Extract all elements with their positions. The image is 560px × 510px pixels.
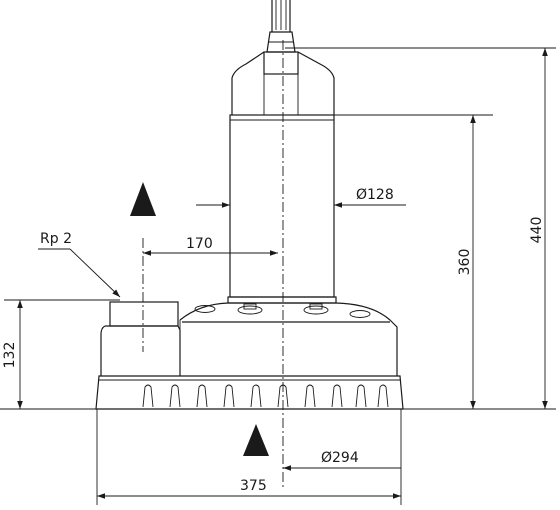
dim-outlet-thread: Rp 2 xyxy=(38,231,121,298)
dim-outlet-offset-label: 170 xyxy=(186,236,213,252)
dim-total-height-label: 440 xyxy=(529,217,545,244)
flow-up-marker-inlet xyxy=(243,424,269,456)
dim-total-height: 440 xyxy=(285,47,556,409)
dim-motor-height: 360 xyxy=(334,114,493,409)
dim-outlet-thread-label: Rp 2 xyxy=(40,231,72,247)
dim-base-width: 375 xyxy=(96,409,401,505)
motor-housing xyxy=(227,114,337,304)
dim-motor-diameter-label: Ø128 xyxy=(356,187,394,203)
cable-gland xyxy=(263,31,299,75)
dim-base-radius: Ø294 xyxy=(283,409,402,505)
flow-up-marker-outlet xyxy=(130,182,156,216)
motor-cap xyxy=(231,51,335,115)
power-cable xyxy=(271,0,291,32)
pump-body xyxy=(179,302,398,376)
strainer-base xyxy=(95,375,404,410)
outlet-stub xyxy=(100,301,181,376)
cap-neck-lines xyxy=(263,74,299,115)
dim-base-radius-label: Ø294 xyxy=(321,450,359,466)
dim-outlet-offset: 170 xyxy=(143,236,278,256)
dim-outlet-height-label: 132 xyxy=(2,342,18,369)
dim-outlet-height: 132 xyxy=(2,299,120,409)
dim-base-width-label: 375 xyxy=(240,478,267,494)
dim-motor-height-label: 360 xyxy=(457,249,473,276)
dim-motor-diameter: Ø128 xyxy=(196,187,406,208)
